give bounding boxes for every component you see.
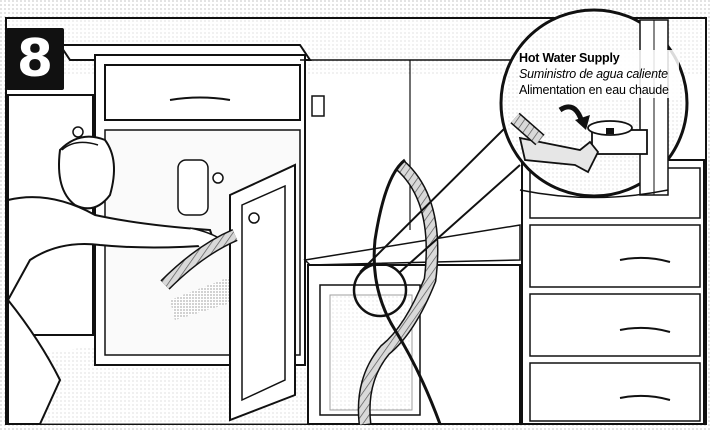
hose-end [161, 230, 238, 289]
cabinet-door [229, 163, 296, 422]
callout-label-en: Hot Water Supply [519, 50, 679, 66]
drawer-handle [169, 96, 231, 101]
water-hose [359, 161, 437, 425]
door-knob [248, 212, 260, 224]
magnify-circle [352, 262, 408, 318]
top-drawer [104, 64, 301, 121]
step-number-badge: 8 [6, 28, 64, 90]
callout-label-es: Suministro de agua caliente [519, 66, 679, 82]
person [7, 135, 224, 425]
zoom-callout [499, 8, 689, 199]
callout-label-fr: Alimentation en eau chaude [519, 82, 679, 98]
wrench-icon [518, 136, 600, 174]
callout-label: Hot Water Supply Suministro de agua cali… [519, 50, 679, 98]
